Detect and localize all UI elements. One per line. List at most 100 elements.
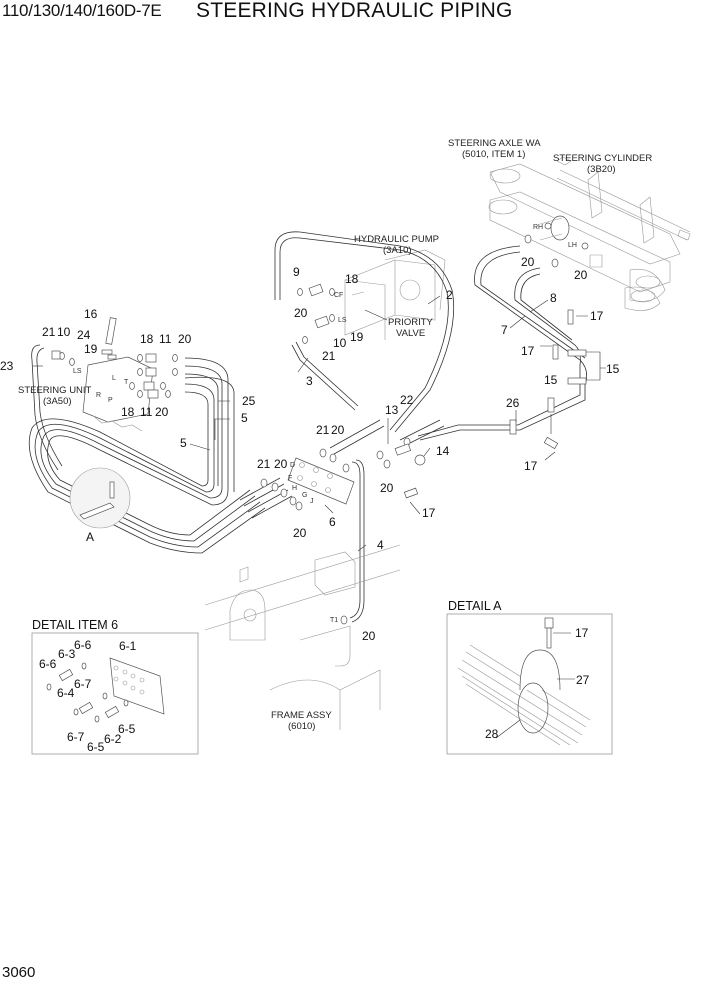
steering-cylinder-caption: STEERING CYLINDER (3B20) <box>553 153 652 175</box>
steering-axle-drawing <box>488 156 691 311</box>
hose-2 <box>274 231 455 433</box>
callout-17a: 17 <box>590 309 604 323</box>
detail-a-marker <box>69 467 131 529</box>
detail6-label-6-6b: 6-6 <box>39 657 57 671</box>
callout-18c: 18 <box>345 272 359 286</box>
frame-assy-caption: FRAME ASSY (6010) <box>271 710 332 732</box>
callout-21d: 21 <box>257 457 271 471</box>
callout-18b: 18 <box>121 405 135 419</box>
callout-22: 22 <box>400 393 414 407</box>
svg-text:HYDRAULIC PUMP: HYDRAULIC PUMP <box>354 234 439 245</box>
svg-text:STEERING AXLE WA: STEERING AXLE WA <box>448 138 541 149</box>
svg-text:PRIORITY: PRIORITY <box>388 317 434 328</box>
port-rh: RH <box>533 224 543 231</box>
page-title: STEERING HYDRAULIC PIPING <box>196 0 513 22</box>
priority-valve-caption: PRIORITY VALVE <box>388 317 434 339</box>
detail6-label-6-2: 6-2 <box>104 732 122 746</box>
callout-11a: 11 <box>159 332 172 346</box>
detail6-label-6-3: 6-3 <box>58 647 76 661</box>
callout-24: 24 <box>77 328 91 342</box>
port-ls-pump: LS <box>338 317 347 324</box>
callout-5a: 5 <box>241 411 248 425</box>
port-cf: CF <box>334 292 343 299</box>
detail-a-title: DETAIL A <box>448 599 502 613</box>
callout-17d: 17 <box>422 506 436 520</box>
callout-5b: 5 <box>180 436 187 450</box>
svg-text:(3A50): (3A50) <box>43 396 72 407</box>
svg-text:VALVE: VALVE <box>396 328 425 339</box>
callout-20b: 20 <box>155 405 169 419</box>
callout-17b: 17 <box>521 344 535 358</box>
detail-a-label-17: 17 <box>575 626 589 640</box>
port-f: F <box>288 475 292 482</box>
callout-20j: 20 <box>574 268 588 282</box>
callout-13: 13 <box>385 403 399 417</box>
callout-20a: 20 <box>178 332 192 346</box>
callout-14: 14 <box>436 444 450 458</box>
callout-20f: 20 <box>293 526 307 540</box>
port-j: J <box>310 498 314 505</box>
port-p: P <box>108 397 113 404</box>
port-g: G <box>302 492 307 499</box>
callout-20i: 20 <box>521 255 535 269</box>
page-number: 3060 <box>2 964 36 981</box>
detail6-label-6-4: 6-4 <box>57 686 75 700</box>
detail6-label-6-5b: 6-5 <box>87 740 105 754</box>
steering-unit-drawing <box>82 354 154 432</box>
hose-8 <box>419 245 588 441</box>
detail6-label-6-7a: 6-7 <box>74 677 92 691</box>
detail-a-reference: A <box>86 530 94 544</box>
callout-10a: 10 <box>57 325 71 339</box>
port-d: D <box>290 462 295 469</box>
port-t1: T1 <box>330 617 338 624</box>
detail-item-6: DETAIL ITEM 6 6-1 6-6 6-3 6-6 6-4 6-7 6-… <box>31 618 199 755</box>
callout-15a: 15 <box>606 362 620 376</box>
callout-23: 23 <box>0 359 14 373</box>
hydraulic-pump-caption: HYDRAULIC PUMP (3A10) <box>354 234 439 256</box>
svg-text:(3B20): (3B20) <box>587 164 616 175</box>
callout-15b: 15 <box>544 373 558 387</box>
callout-20c: 20 <box>294 306 308 320</box>
detail6-label-6-6a: 6-6 <box>74 638 92 652</box>
callout-19b: 19 <box>350 330 364 344</box>
callout-20h: 20 <box>362 629 376 643</box>
steering-unit-caption: STEERING UNIT (3A50) <box>18 385 92 407</box>
callout-4: 4 <box>377 538 384 552</box>
callout-8: 8 <box>550 291 557 305</box>
callout-6: 6 <box>329 515 336 529</box>
hose-bundle-5 <box>28 357 266 554</box>
callout-21a: 21 <box>42 325 56 339</box>
manifold-block-6 <box>287 457 355 505</box>
callout-2: 2 <box>446 288 453 302</box>
port-h: H <box>292 485 297 492</box>
model-number: 110/130/140/160D-7E <box>2 1 162 20</box>
callout-17c: 17 <box>524 459 538 473</box>
callout-10b: 10 <box>333 336 347 350</box>
steering-axle-caption: STEERING AXLE WA (5010, ITEM 1) <box>448 138 541 160</box>
callout-21c: 21 <box>316 423 330 437</box>
callout-26: 26 <box>506 396 520 410</box>
fittings <box>51 283 574 499</box>
hose-7 <box>417 267 581 437</box>
callout-21b: 21 <box>322 349 336 363</box>
svg-text:FRAME ASSY: FRAME ASSY <box>271 710 332 721</box>
svg-text:STEERING CYLINDER: STEERING CYLINDER <box>553 153 652 164</box>
callout-7: 7 <box>501 323 508 337</box>
port-lh: LH <box>568 242 577 249</box>
callout-20g: 20 <box>380 481 394 495</box>
detail6-label-6-7b: 6-7 <box>67 730 85 744</box>
detail6-label-6-1: 6-1 <box>119 639 137 653</box>
callout-19a: 19 <box>84 342 98 356</box>
port-l: L <box>112 375 116 382</box>
detail-a-label-28: 28 <box>485 727 499 741</box>
leader-lines <box>33 295 606 552</box>
hose-3 <box>291 344 356 411</box>
svg-text:(6010): (6010) <box>288 721 315 732</box>
callout-3: 3 <box>306 374 313 388</box>
detail-a: DETAIL A 17 27 28 <box>446 599 613 755</box>
callout-25: 25 <box>242 394 256 408</box>
hydraulic-pump-drawing <box>344 249 446 340</box>
hose-4 <box>349 461 361 619</box>
detail6-label-6-5a: 6-5 <box>118 722 136 736</box>
port-t: T <box>124 379 129 386</box>
